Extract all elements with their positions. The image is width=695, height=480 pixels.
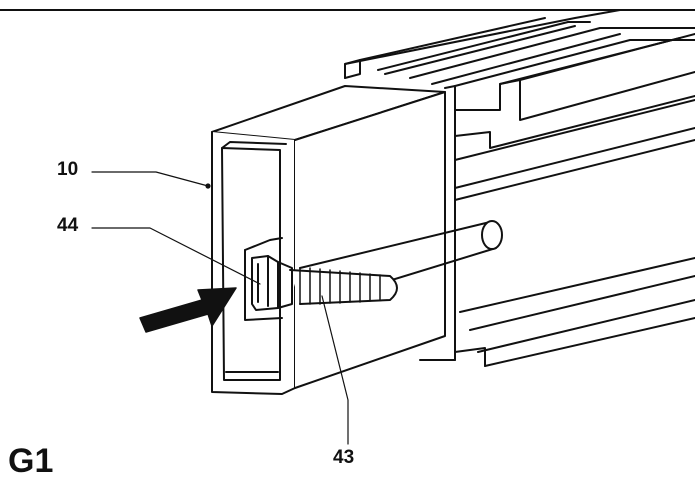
bolt-head	[251, 255, 293, 311]
leader-10-dot	[205, 183, 211, 189]
threaded-rod	[289, 220, 503, 305]
leader-43	[321, 295, 349, 445]
callout-10: 10	[57, 159, 79, 180]
rail-extrusion	[344, 9, 695, 367]
figure-label: G1	[8, 442, 54, 480]
leader-lines	[91, 171, 349, 445]
leader-44	[91, 227, 261, 285]
callout-44: 44	[57, 215, 79, 236]
leader-10	[91, 171, 209, 187]
push-arrow-icon	[139, 287, 237, 333]
callout-43: 43	[333, 447, 355, 468]
rect-tube	[211, 85, 446, 395]
